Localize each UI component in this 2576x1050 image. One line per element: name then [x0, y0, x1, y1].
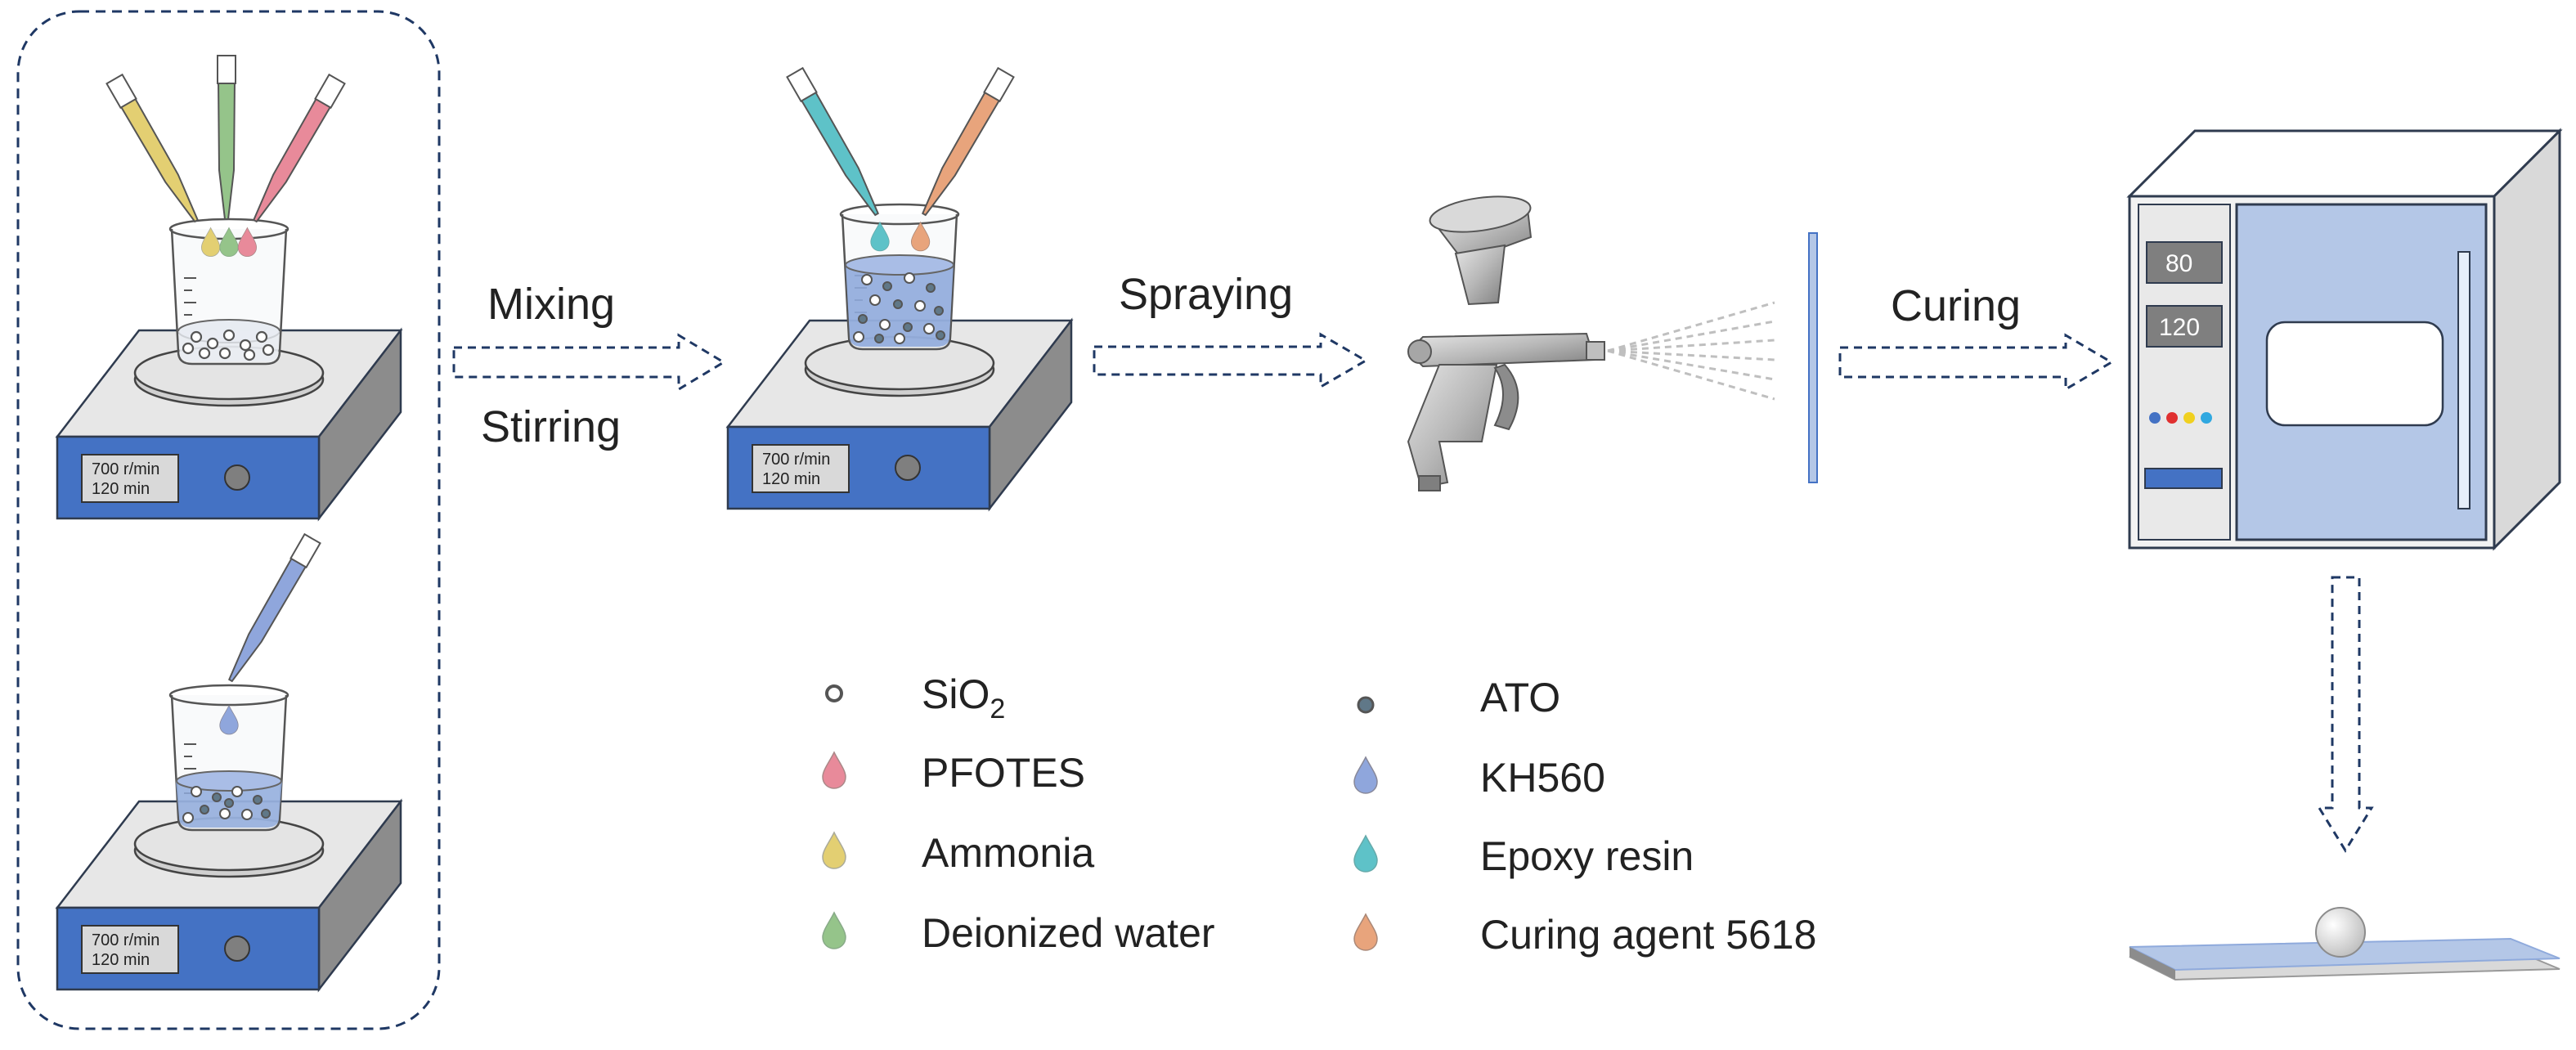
water-droplet-ball — [2315, 907, 2366, 958]
curing-agent-droplet-icon — [1353, 913, 1378, 951]
arrow-mixing — [452, 333, 726, 392]
legend-label-pfotes: PFOTES — [922, 750, 1085, 796]
stirrer-2-speed: 700 r/min — [92, 931, 159, 949]
legend-label-sio2: SiO — [922, 671, 990, 717]
arrow-spraying — [1093, 332, 1368, 389]
pipette-pfotes — [246, 74, 346, 227]
label-curing: Curing — [1891, 281, 2021, 330]
particles-3 — [853, 272, 945, 344]
oven-control-bar — [2144, 468, 2223, 489]
label-stirring: Stirring — [481, 402, 621, 451]
spray-gun — [1407, 195, 1605, 491]
oven-time-value: 120 — [2159, 314, 2200, 341]
beaker-3 — [839, 203, 960, 351]
beaker-2 — [168, 684, 289, 832]
legend-label-curing-agent: Curing agent 5618 — [1480, 912, 1816, 958]
svg-text:SiO2: SiO2 — [922, 671, 1005, 725]
oven-light-yellow — [2183, 412, 2195, 424]
kh560-droplet-icon — [1353, 756, 1378, 794]
beaker-1 — [168, 218, 289, 366]
stirrer-1-time: 120 min — [92, 480, 150, 498]
magnetic-stirrer-3: 700 r/min 120 min — [726, 319, 1073, 510]
oven-temp-display — [2146, 241, 2223, 284]
oven-light-cyan — [2201, 412, 2212, 424]
coated-substrate — [2129, 907, 2560, 981]
magnetic-stirrer-1: 700 r/min 120 min — [56, 329, 402, 520]
ammonia-droplet-icon — [822, 832, 846, 869]
label-spraying: Spraying — [1119, 270, 1293, 319]
drops-into-beaker-1 — [200, 227, 258, 258]
stirrer-1-speed: 700 r/min — [92, 460, 159, 478]
arrow-curing — [1838, 333, 2114, 392]
legend-item-sio2: SiO2 — [825, 671, 1005, 725]
legend: SiO2 PFOTES Ammonia Deionized water ATO … — [822, 671, 1816, 958]
ato-marker-icon — [1357, 696, 1375, 714]
pfotes-droplet-icon — [822, 752, 846, 789]
particles-2 — [182, 786, 271, 823]
pipette-ammonia — [105, 74, 205, 227]
legend-item-ato: ATO — [1357, 675, 1560, 720]
precursor-group-frame — [16, 10, 441, 1030]
oven-light-blue — [2149, 412, 2161, 424]
legend-label-kh560: KH560 — [1480, 755, 1605, 801]
sio2-marker-icon — [825, 684, 843, 702]
pipette-deionized-water — [217, 55, 236, 220]
stirrer-2-time: 120 min — [92, 951, 150, 969]
legend-item-epoxy-resin: Epoxy resin — [1353, 833, 1694, 879]
stirrer-3-time: 120 min — [762, 470, 820, 488]
magnetic-stirrer-2: 700 r/min 120 min — [56, 800, 402, 991]
arrow-down-result — [2317, 576, 2374, 853]
legend-label-sio2-subscript: 2 — [990, 693, 1005, 725]
curing-oven: 80 120 — [2126, 128, 2563, 551]
spray-mist — [1607, 301, 1775, 401]
label-mixing: Mixing — [487, 280, 615, 329]
substrate-panel — [1808, 232, 1818, 483]
epoxy-resin-droplet-icon — [1353, 835, 1378, 873]
oven-light-red — [2166, 412, 2178, 424]
oven-time-display — [2146, 305, 2223, 348]
legend-item-ammonia: Ammonia — [822, 830, 1094, 876]
pipette-epoxy-resin — [786, 67, 886, 220]
oven-temp-value: 80 — [2165, 250, 2192, 277]
deionized-water-droplet-icon — [822, 912, 846, 949]
legend-item-deionized-water: Deionized water — [822, 910, 1215, 956]
legend-item-pfotes: PFOTES — [822, 750, 1085, 796]
pipette-kh560 — [222, 533, 321, 686]
sio2-particles-1 — [182, 329, 275, 361]
legend-label-ato: ATO — [1480, 675, 1560, 720]
legend-label-ammonia: Ammonia — [922, 830, 1094, 876]
legend-item-curing-agent: Curing agent 5618 — [1353, 912, 1816, 958]
pipette-curing-agent — [915, 67, 1015, 220]
stirrer-3-speed: 700 r/min — [762, 451, 830, 469]
legend-label-deionized-water: Deionized water — [922, 910, 1215, 956]
legend-label-epoxy-resin: Epoxy resin — [1480, 833, 1694, 879]
legend-item-kh560: KH560 — [1353, 755, 1605, 801]
